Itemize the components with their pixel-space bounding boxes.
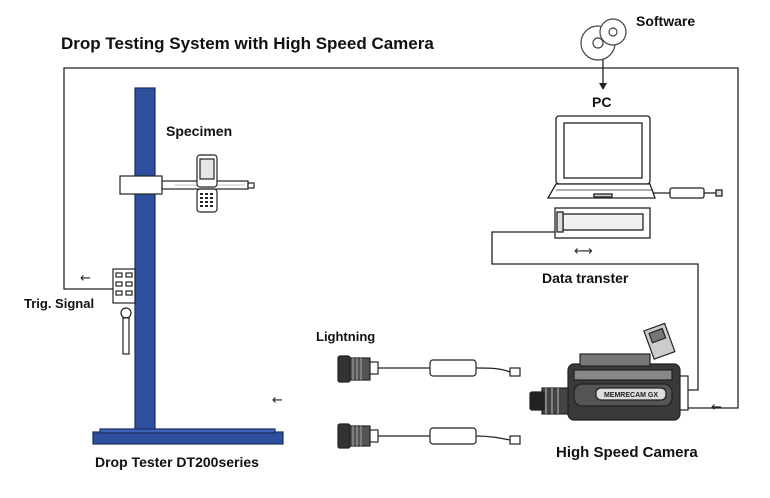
light-2-icon: [337, 423, 521, 449]
label-drop-tester: Drop Tester DT200series: [95, 454, 259, 470]
trigger-cable: [63, 67, 739, 409]
camera-trig-arrow-left-icon: ←: [711, 400, 722, 415]
light-arrow-left-icon: ←: [272, 393, 283, 408]
label-data-transfer: Data transter: [542, 270, 629, 286]
label-lightning: Lightning: [316, 329, 376, 344]
data-transfer-cable: [491, 231, 699, 391]
connection-lines: [63, 56, 739, 441]
drop-tester-icon: [92, 87, 284, 445]
light-1-icon: [337, 355, 521, 383]
laptop-pc-icon: [546, 115, 723, 239]
label-pc: PC: [592, 94, 612, 110]
diagram-title: Drop Testing System with High Speed Came…: [61, 34, 434, 53]
data-transfer-arrow-both-icon: ⟷: [574, 244, 593, 259]
label-high-speed-camera: High Speed Camera: [556, 444, 698, 461]
light1-power: [475, 367, 511, 373]
label-software: Software: [636, 13, 696, 29]
label-specimen: Specimen: [166, 123, 233, 139]
label-trig-signal: Trig. Signal: [24, 296, 95, 311]
camera-brand-text: MEMRECAM GX: [604, 392, 658, 399]
software-arrowhead: [599, 83, 607, 90]
software-discs-icon: [580, 18, 627, 61]
specimen-phone-icon: [196, 154, 218, 213]
high-speed-camera-icon: MEMRECAM GX: [529, 322, 689, 421]
light2-power: [475, 435, 511, 441]
trig-arrow-left-icon: ←: [80, 271, 91, 286]
